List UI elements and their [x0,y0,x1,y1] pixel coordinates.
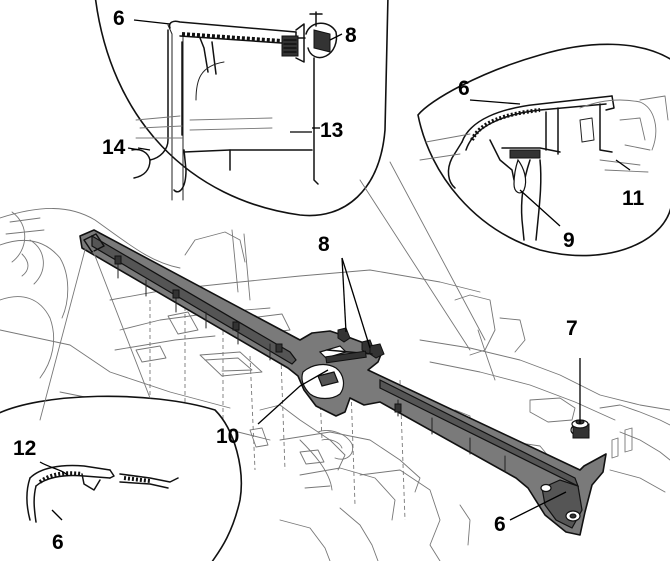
callout-11: 11 [622,187,645,210]
callout-9: 9 [563,229,575,252]
callout-6-bottom-left: 6 [52,531,64,554]
callout-10: 10 [216,425,240,448]
callout-6-bottom-right: 6 [494,513,506,536]
fastener-bolts [325,327,590,439]
callout-8-middle: 8 [318,233,330,256]
cross-member-beam [79,229,607,536]
callout-8-top: 8 [345,24,357,47]
callout-leaders [39,19,581,521]
callout-13: 13 [320,119,344,142]
detail-top-right [417,43,670,257]
detail-top-left [94,0,389,217]
callout-14: 14 [102,136,126,159]
callout-6-top-left: 6 [113,7,125,30]
callout-6-top-right: 6 [458,77,470,100]
callout-12: 12 [13,437,37,460]
detail-bottom-left [0,395,243,561]
callout-7: 7 [566,317,578,340]
